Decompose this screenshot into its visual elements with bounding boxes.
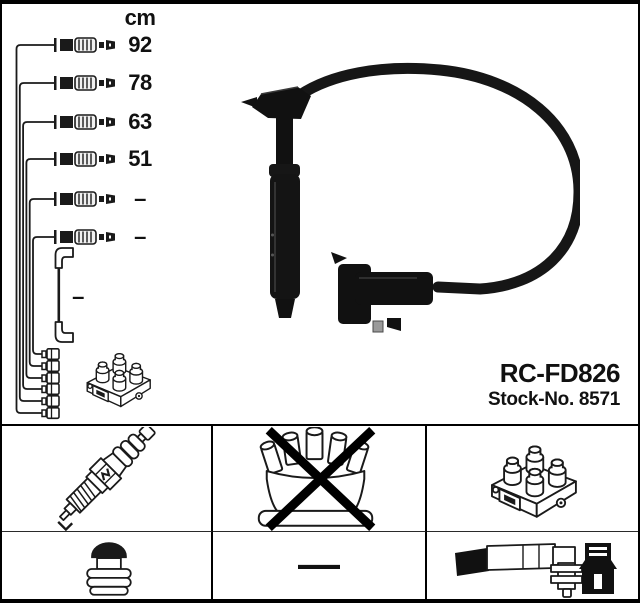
distributor-cap-icon (257, 426, 376, 531)
plug-terminal-icon (86, 541, 132, 596)
coil-wire (54, 247, 74, 343)
spark-plug-boot (241, 86, 311, 318)
stock-number: Stock-No. 8571 (487, 389, 620, 411)
ignition-cable (294, 62, 580, 295)
cable-length-value: 51 (128, 146, 152, 171)
cable-length-value: – (134, 224, 146, 249)
legend-cell-not-included: — (213, 532, 427, 603)
unit-header: cm (124, 5, 156, 30)
coil-connector (331, 252, 433, 333)
legend-cell-terminal (0, 532, 213, 603)
legend-cell-spark-plug (0, 426, 213, 532)
legend-cell-connector-set (427, 532, 640, 603)
legend-grid: — (0, 424, 640, 603)
cable-bundle-lines (15, 44, 54, 414)
product-codes: RC-FD826 Stock-No. 8571 (487, 358, 621, 412)
cable-end-connectors (53, 37, 116, 245)
coil-wire-length-value: – (72, 284, 84, 309)
legend-cell-distributor-cap (213, 426, 427, 532)
spark-plug-icon (46, 426, 163, 531)
coil-plug-connectors (41, 347, 60, 420)
cable-length-value: 63 (128, 109, 152, 134)
product-code: RC-FD826 (499, 358, 621, 388)
black-plug-connector (579, 542, 617, 594)
ignition-coil-pack-icon (491, 444, 577, 518)
cable-length-value: 78 (128, 70, 152, 95)
cable-length-diagram (15, 37, 151, 420)
product-photo (241, 62, 580, 333)
cross-out-mark (265, 426, 376, 531)
cable-length-value: 92 (128, 32, 152, 57)
elbow-boot-icon (54, 247, 74, 269)
coil-pack-drawing-icon (86, 352, 151, 408)
cable-length-value: – (134, 186, 146, 211)
connector-set-icon (455, 542, 617, 598)
elbow-boot-icon (54, 321, 74, 343)
legend-cell-coil-pack (427, 426, 640, 532)
